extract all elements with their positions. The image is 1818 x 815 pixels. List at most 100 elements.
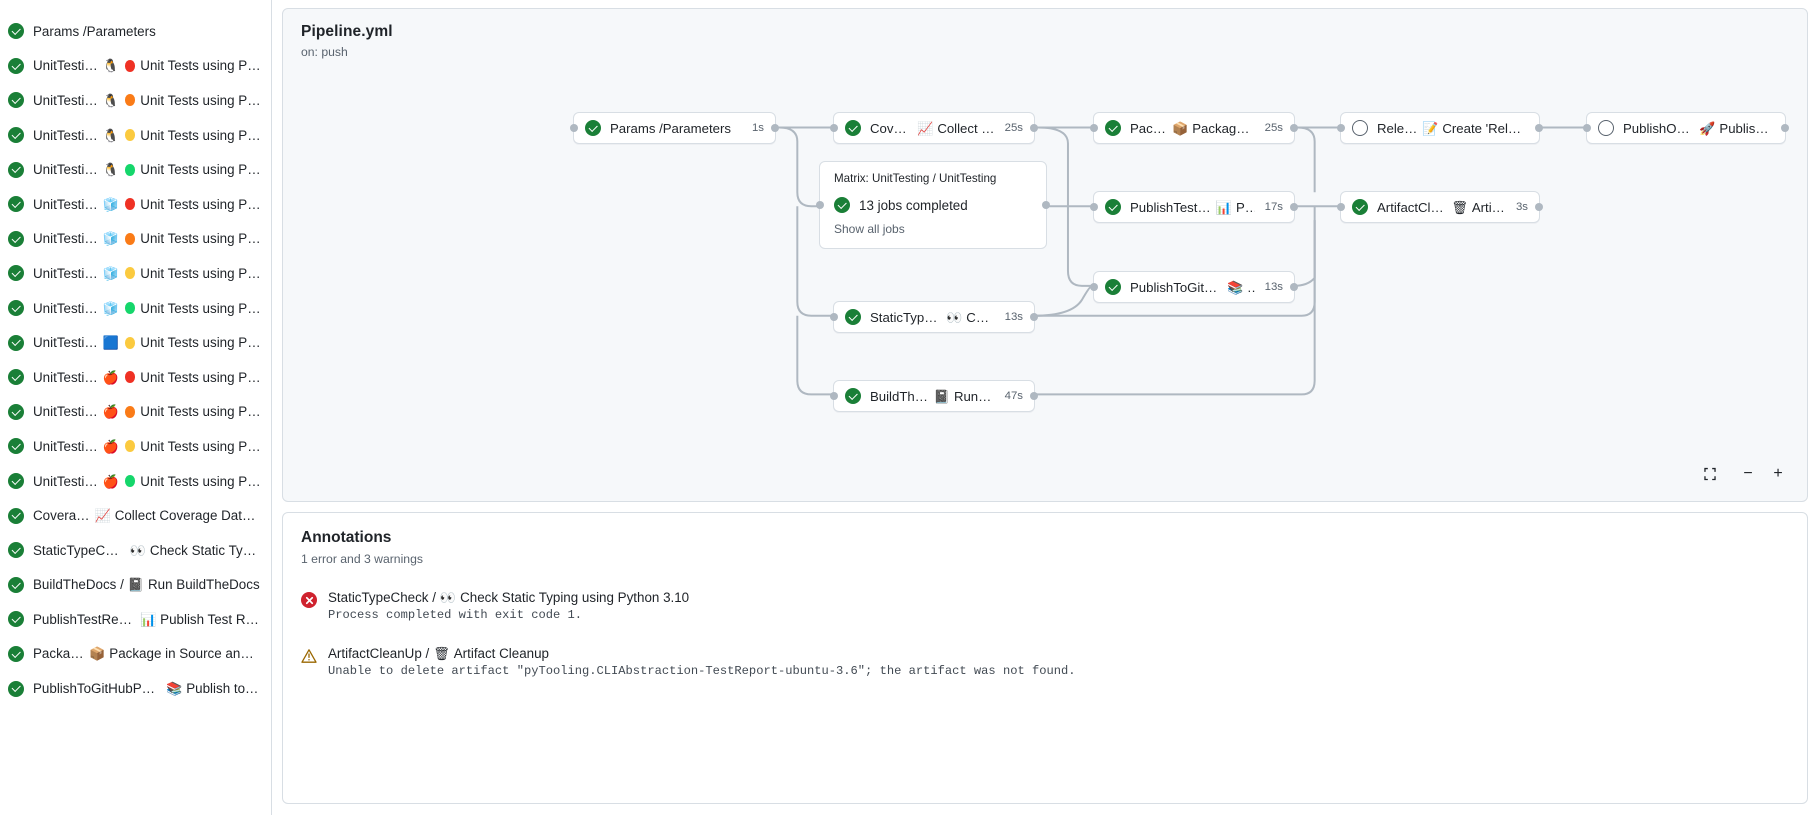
show-all-jobs-link[interactable]: Show all jobs — [834, 222, 905, 236]
sidebar-job-item[interactable]: UnitTesting / 🍎Unit Tests using Pyth... — [0, 464, 271, 499]
node-emoji-icon: 📦 — [1172, 120, 1189, 136]
os-emoji-icon: 🐧 — [102, 58, 119, 74]
node-step-name: Run Buil... — [953, 388, 995, 404]
job-step-name: Run BuildTheDocs — [148, 577, 260, 593]
success-icon — [8, 576, 24, 593]
sidebar-job-item[interactable]: Package / 📦Package in Source and Wh... — [0, 637, 271, 672]
node-emoji-icon: 📈 — [917, 120, 934, 136]
job-prefix: UnitTesting / — [33, 265, 99, 281]
success-icon — [8, 542, 24, 559]
sidebar-job-item[interactable]: UnitTesting / 🟦Unit Tests using Pyth... — [0, 325, 271, 360]
job-step-name: Unit Tests using Pyth... — [140, 92, 261, 108]
graph-node-release[interactable]: Release / 📝Create 'Release P... — [1337, 112, 1543, 144]
job-step-name: Package in Source and Wh... — [109, 646, 261, 662]
sidebar-job-item[interactable]: StaticTypeCheck / 👀Check Static Typing..… — [0, 533, 271, 568]
sidebar-job-item[interactable]: UnitTesting / 🐧Unit Tests using Pyth... — [0, 152, 271, 187]
graph-node-builddocs[interactable]: BuildTheDocs / 📓Run Buil...47s — [830, 380, 1038, 412]
node-step-name: Create 'Release P... — [1442, 120, 1528, 136]
job-step-name: Publish Test Resu... — [160, 611, 261, 627]
sidebar-job-label: PublishTestResults / 📊Publish Test Resu.… — [33, 612, 261, 627]
sidebar-job-item[interactable]: UnitTesting / 🐧Unit Tests using Pyth... — [0, 118, 271, 153]
pending-icon — [1598, 120, 1614, 136]
sidebar-job-label: UnitTesting / 🟦Unit Tests using Pyth... — [33, 335, 261, 350]
os-emoji-icon: 🧊 — [102, 231, 119, 247]
graph-node-testresults[interactable]: PublishTestResults / 📊Pu...17s — [1090, 191, 1298, 223]
page-title: Pipeline.yml — [301, 23, 393, 40]
job-prefix: UnitTesting / — [33, 438, 99, 454]
graph-node-artifact[interactable]: ArtifactCleanUp / 🗑Artifac...3s — [1337, 191, 1543, 223]
graph-node-pypi[interactable]: PublishOnPyPI / 🚀Publish to ... — [1583, 112, 1789, 144]
node-job-prefix: ArtifactCleanUp / — [1377, 199, 1447, 215]
job-step-name: Unit Tests using Pyth... — [140, 58, 261, 74]
os-emoji-icon: 🍎 — [102, 369, 119, 385]
zoom-controls[interactable]: − + — [1697, 461, 1791, 487]
sidebar-job-item[interactable]: Params / Parameters — [0, 14, 271, 49]
node-duration: 13s — [1004, 311, 1023, 323]
os-emoji-icon: 📦 — [89, 646, 106, 662]
sidebar-job-item[interactable]: UnitTesting / 🐧Unit Tests using Pyth... — [0, 83, 271, 118]
job-prefix: Params / — [33, 23, 87, 39]
matrix-node[interactable]: Matrix: UnitTesting / UnitTesting 13 job… — [816, 161, 1050, 249]
sidebar-job-label: UnitTesting / 🐧Unit Tests using Pyth... — [33, 128, 261, 143]
sidebar-job-item[interactable]: UnitTesting / 🍎Unit Tests using Pyth... — [0, 360, 271, 395]
graph-node-package[interactable]: Package / 📦Package in So...25s — [1090, 112, 1298, 144]
os-emoji-icon: 🧊 — [102, 300, 119, 316]
workflow-graph-card: Pipeline.yml on: push — [282, 8, 1808, 502]
main-content: Pipeline.yml on: push — [272, 0, 1818, 815]
graph-edges — [775, 126, 1585, 396]
sidebar-job-label: UnitTesting / 🐧Unit Tests using Pyth... — [33, 162, 261, 177]
node-job-prefix: Release / — [1377, 120, 1419, 136]
os-emoji-icon: 📈 — [94, 508, 111, 524]
sidebar-job-item[interactable]: Coverage / 📈Collect Coverage Data usi... — [0, 498, 271, 533]
node-label: Params / Parameters — [610, 121, 731, 136]
sidebar-job-item[interactable]: UnitTesting / 🍎Unit Tests using Pyth... — [0, 395, 271, 430]
node-emoji-icon: 📚 — [1227, 279, 1244, 295]
zoom-out-button[interactable]: − — [1743, 465, 1753, 482]
node-output-port — [1030, 392, 1038, 400]
sidebar-job-item[interactable]: UnitTesting / 🐧Unit Tests using Pyth... — [0, 49, 271, 84]
sidebar-job-item[interactable]: UnitTesting / 🧊Unit Tests using Pyth... — [0, 222, 271, 257]
sidebar-job-item[interactable]: PublishTestResults / 📊Publish Test Resu.… — [0, 602, 271, 637]
sidebar-job-item[interactable]: UnitTesting / 🧊Unit Tests using Pyth... — [0, 256, 271, 291]
fullscreen-icon[interactable] — [1697, 461, 1723, 487]
error-icon — [301, 592, 317, 608]
node-input-port — [830, 313, 838, 321]
sidebar-job-item[interactable]: UnitTesting / 🧊Unit Tests using Pyth... — [0, 187, 271, 222]
node-step-name: Pu... — [1235, 199, 1255, 215]
sidebar-job-item[interactable]: BuildTheDocs / 📓Run BuildTheDocs — [0, 568, 271, 603]
annotations-title: Annotations — [301, 529, 392, 546]
sidebar-job-item[interactable]: UnitTesting / 🍎Unit Tests using Pyth... — [0, 429, 271, 464]
annotation-item[interactable]: StaticTypeCheck / 👀Check Static Typing u… — [301, 590, 1789, 622]
node-emoji-icon: 📝 — [1422, 120, 1439, 136]
node-job-prefix: BuildTheDocs / — [870, 388, 930, 404]
sidebar-job-item[interactable]: UnitTesting / 🧊Unit Tests using Pyth... — [0, 291, 271, 326]
node-output-port — [1290, 283, 1298, 291]
annotations-list: StaticTypeCheck / 👀Check Static Typing u… — [301, 590, 1789, 678]
zoom-in-button[interactable]: + — [1773, 465, 1783, 482]
os-emoji-icon: 🍎 — [102, 438, 119, 454]
python-version-marker-icon — [124, 59, 136, 72]
graph-node-ghpages[interactable]: PublishToGitHubPages / 📚...13s — [1090, 271, 1298, 303]
job-step-name: Unit Tests using Pyth... — [140, 300, 261, 316]
python-version-marker-icon — [124, 267, 136, 280]
sidebar-job-item[interactable]: PublishToGitHubPages / 📚Publish to G... — [0, 671, 271, 706]
job-step-name: Check Static Typing... — [149, 542, 261, 558]
sidebar-job-label: UnitTesting / 🧊Unit Tests using Pyth... — [33, 231, 261, 246]
node-output-port — [1535, 203, 1543, 211]
sidebar-job-label: StaticTypeCheck / 👀Check Static Typing..… — [33, 543, 261, 558]
success-icon — [8, 369, 24, 386]
success-icon — [845, 309, 861, 325]
annotation-emoji-icon: 🗑 — [433, 646, 450, 661]
success-icon — [8, 473, 24, 490]
success-icon — [8, 680, 24, 697]
matrix-output-port — [1042, 201, 1050, 209]
graph-node-statictype[interactable]: StaticTypeCheck / 👀Chec...13s — [830, 301, 1038, 333]
graph-node-coverage[interactable]: Coverage / 📈Collect Cove...25s — [830, 112, 1038, 144]
sidebar-job-label: UnitTesting / 🍎Unit Tests using Pyth... — [33, 439, 261, 454]
